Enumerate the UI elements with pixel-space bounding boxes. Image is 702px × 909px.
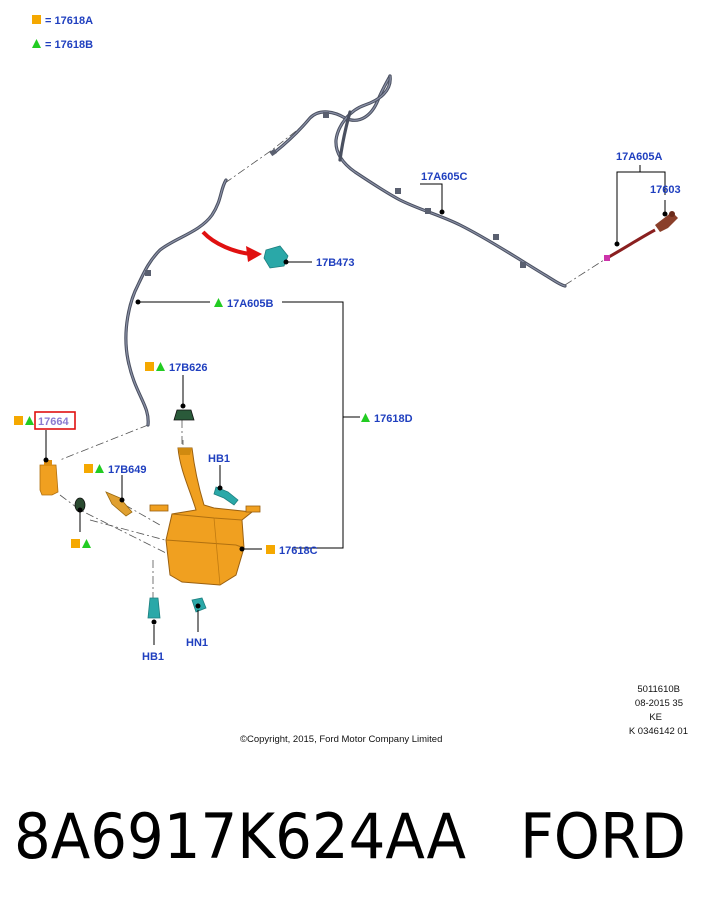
washer-tank-17618C: [149, 447, 261, 586]
leader-lines: [45, 165, 668, 645]
hose-connector-icon: [604, 255, 610, 261]
square-marker-17B626: [145, 362, 154, 371]
label-17B473: 17B473: [316, 257, 355, 269]
label-17664: 17664: [38, 416, 69, 428]
filler-cap-17B626: [173, 403, 195, 421]
legend: = 17618A = 17618B: [32, 15, 93, 51]
red-arrow-icon: [201, 230, 262, 262]
part-labels: 17A605C 17A605A 17603 17B473 17A605B 17B…: [14, 151, 681, 663]
construction-lines: [59, 119, 608, 610]
label-17B626: 17B626: [169, 362, 208, 374]
copyright: ©Copyright, 2015, Ford Motor Company Lim…: [240, 734, 442, 745]
label-HB1-top: HB1: [208, 453, 230, 465]
meta-line-4: K 0346142 01: [629, 726, 688, 737]
part-number: 8A6917K624AA: [14, 800, 466, 873]
legend-item-17618A: = 17618A: [45, 15, 93, 27]
label-HN1: HN1: [186, 637, 208, 649]
square-marker-grommet: [71, 539, 80, 548]
rear-hose-17A605A: [604, 211, 678, 261]
label-17A605B: 17A605B: [227, 298, 274, 310]
legend-square-marker: [32, 15, 41, 24]
bolt-HB1-top: [213, 485, 239, 506]
label-HB1-bottom: HB1: [142, 651, 164, 663]
triangle-marker-grommet: [82, 539, 91, 548]
washer-nozzle-17B473: [263, 245, 289, 269]
meta-line-2: 08-2015 35: [635, 698, 683, 709]
meta-line-3: KE: [649, 712, 662, 723]
triangle-marker-17B649: [95, 464, 104, 473]
highlight-box-17664: [34, 411, 76, 430]
rear-nozzle-17603: [655, 212, 678, 232]
label-17618D: 17618D: [374, 413, 413, 425]
label-17603: 17603: [650, 184, 681, 196]
triangle-marker-17A605B: [214, 298, 223, 307]
triangle-marker-17B626: [156, 362, 165, 371]
label-17A605A: 17A605A: [616, 151, 663, 163]
bolt-HB1-bottom: [147, 597, 161, 625]
brand: FORD: [520, 800, 686, 873]
document-metadata: 5011610B 08-2015 35 KE K 0346142 01 ©Cop…: [240, 684, 688, 745]
washer-pump-17664: [39, 457, 59, 496]
pump-grommet: [74, 497, 86, 513]
square-marker-17618C: [266, 545, 275, 554]
washer-hose-main: [124, 74, 567, 427]
label-17618C: 17618C: [279, 545, 318, 557]
nut-HN1: [191, 597, 207, 613]
legend-item-17618B: = 17618B: [45, 39, 93, 51]
square-marker-17664: [14, 416, 23, 425]
meta-line-1: 5011610B: [637, 684, 680, 695]
label-17B649: 17B649: [108, 464, 147, 476]
level-sensor-17B649: [105, 491, 133, 517]
label-17A605C: 17A605C: [421, 171, 468, 183]
square-marker-17B649: [84, 464, 93, 473]
footer: 8A6917K624AA FORD: [14, 800, 686, 873]
legend-triangle-marker: [32, 39, 41, 48]
triangle-marker-17618D: [361, 413, 370, 422]
triangle-marker-17664: [25, 416, 34, 425]
